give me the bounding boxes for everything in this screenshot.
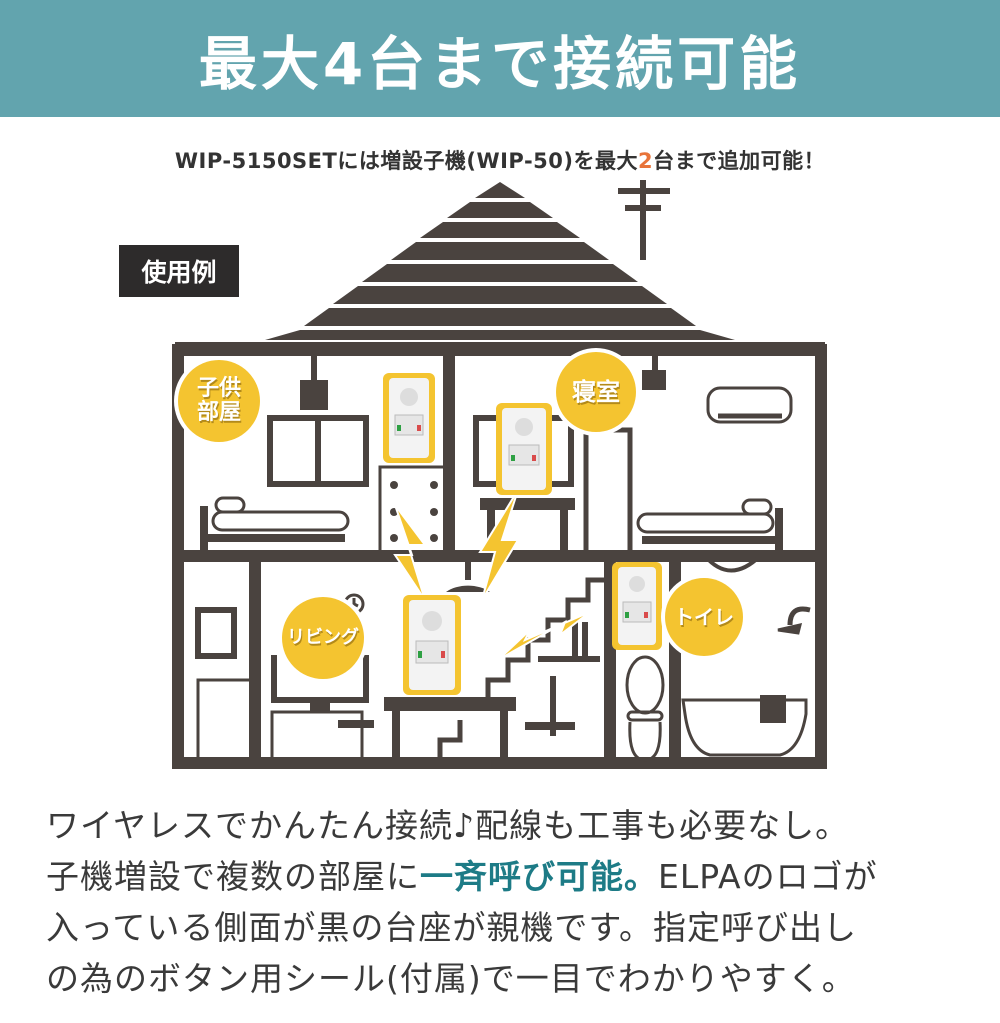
toilet-icon	[625, 655, 665, 762]
subtitle-after: 台まで追加可能！	[653, 149, 826, 173]
kids-room-furniture	[200, 355, 448, 557]
intercom-devices	[383, 373, 662, 695]
page-title: 最大4台まで接続可能	[198, 29, 802, 98]
description-line1: ワイヤレスでかんたん接続♪配線も工事も必要なし。	[46, 806, 850, 845]
intercom-device-toilet	[612, 562, 662, 650]
lightning-bolts	[393, 489, 591, 661]
bathtub-icon	[681, 554, 811, 757]
description-line4: の為のボタン用シール(付属)で一目でわかりやすく。	[46, 959, 856, 998]
intercom-device-bedroom	[496, 403, 552, 495]
intercom-device-kids-room	[383, 373, 435, 463]
description: ワイヤレスでかんたん接続♪配線も工事も必要なし。 子機増設で複数の部屋に一斉呼び…	[46, 800, 976, 1004]
description-line3: 入っている側面が黒の台座が親機です。指定呼び出し	[46, 908, 858, 947]
intercom-device-living	[403, 595, 461, 695]
house-illustration	[172, 180, 827, 769]
roof	[175, 182, 825, 356]
room-label-bedroom: 寝室	[556, 352, 636, 432]
bedroom-furniture	[473, 355, 793, 554]
subtitle-before: WIP-5150SETには増設子機(WIP-50)を最大	[174, 149, 638, 173]
room-label-toilet: トイレ	[665, 578, 743, 656]
header-band: 最大4台まで接続可能	[0, 0, 1000, 117]
room-label-kids-room-line1: 子供	[196, 375, 241, 401]
subtitle-number: 2	[637, 149, 654, 173]
description-line2-after: ELPAのロゴが	[658, 857, 878, 896]
subtitle: WIP-5150SETには増設子機(WIP-50)を最大2台まで追加可能！	[0, 145, 1000, 175]
antenna-icon	[618, 180, 670, 260]
room-label-kids-room: 子供 部屋	[178, 360, 260, 442]
dresser-dots	[390, 481, 438, 542]
living-furniture	[195, 560, 605, 762]
description-highlight: 一斉呼び可能。	[420, 857, 658, 896]
description-line2-before: 子機増設で複数の部屋に	[46, 857, 420, 896]
room-label-kids-room-line2: 部屋	[196, 400, 241, 425]
example-badge: 使用例	[119, 245, 239, 297]
description-line2: 子機増設で複数の部屋に一斉呼び可能。ELPAのロゴが	[46, 851, 976, 902]
room-label-living: リビング	[282, 597, 364, 679]
house-frame	[172, 344, 827, 769]
